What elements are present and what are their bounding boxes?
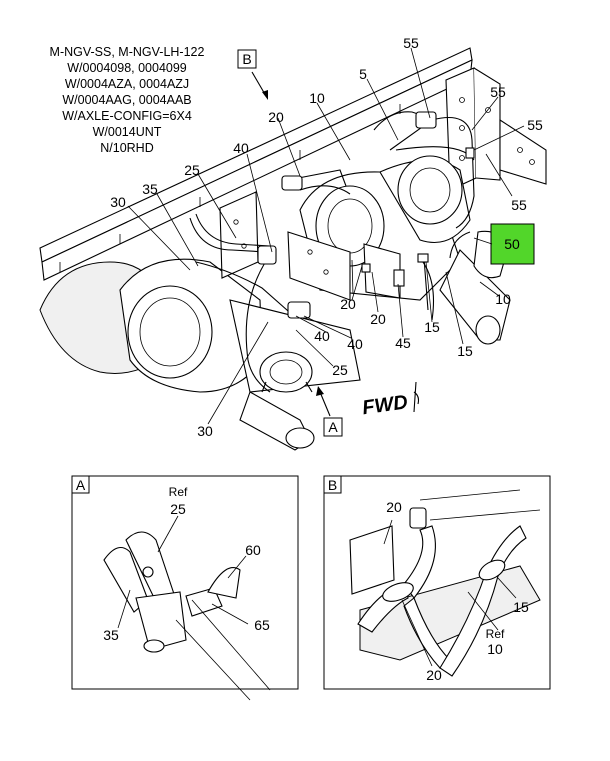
- detail-a-callout-35: 35: [103, 627, 119, 643]
- callout-55-c: 55: [527, 117, 543, 133]
- fwd-arrow-icon: [413, 381, 420, 413]
- view-ref-box-b[interactable]: [237, 49, 257, 69]
- callout-45: 45: [395, 335, 411, 351]
- detail-a-label: A: [76, 477, 86, 493]
- callout-50: 50: [504, 236, 520, 252]
- detail-b-callout-20-a: 20: [386, 499, 402, 515]
- detail-a-callout-65: 65: [254, 617, 270, 633]
- header-line-1: M-NGV-SS, M-NGV-LH-122: [50, 45, 205, 59]
- callout-15-a: 15: [424, 319, 440, 335]
- detail-a-callout-25: 25: [170, 501, 186, 517]
- callout-15-b: 15: [457, 343, 473, 359]
- callout-25-a: 25: [184, 162, 200, 178]
- callout-20-c: 20: [370, 311, 386, 327]
- header-line-7: N/10RHD: [100, 141, 154, 155]
- callout-35: 35: [142, 181, 158, 197]
- detail-b-callout-10: 10: [487, 641, 503, 657]
- callout-20-b: 20: [340, 296, 356, 312]
- view-ref-a: A: [328, 419, 338, 435]
- applicability-header: M-NGV-SS, M-NGV-LH-122 W/0004098, 000409…: [50, 45, 205, 155]
- view-ref-b: B: [242, 51, 251, 67]
- header-line-6: W/0014UNT: [93, 125, 162, 139]
- detail-b-ref: Ref: [486, 627, 505, 641]
- header-line-4: W/0004AAG, 0004AAB: [62, 93, 191, 107]
- detail-b-callout-15: 15: [513, 599, 529, 615]
- detail-b-callout-20-b: 20: [426, 667, 442, 683]
- main-assembly-drawing: [39, 47, 547, 451]
- fwd-label: FWD: [361, 391, 409, 419]
- callout-55-b: 55: [490, 84, 506, 100]
- header-line-5: W/AXLE-CONFIG=6X4: [62, 109, 192, 123]
- callout-40-a: 40: [233, 140, 249, 156]
- callout-40-b: 40: [314, 328, 330, 344]
- detail-a-panel: A Ref 25 60 65 35: [71, 475, 299, 701]
- callout-20-a: 20: [268, 109, 284, 125]
- callout-55-d: 55: [511, 197, 527, 213]
- header-line-3: W/0004AZA, 0004AZJ: [65, 77, 189, 91]
- main-callouts: 55 5 55 10 20 55 40 25 35 55 30 50 10 20…: [110, 35, 543, 439]
- callout-40-c: 40: [347, 336, 363, 352]
- highlight-box-50[interactable]: [490, 223, 535, 265]
- detail-a-ref: Ref: [169, 485, 188, 499]
- callout-55-a: 55: [403, 35, 419, 51]
- callout-30-b: 30: [197, 423, 213, 439]
- callout-30-a: 30: [110, 194, 126, 210]
- callout-10-b: 10: [495, 291, 511, 307]
- detail-b-label: B: [328, 477, 337, 493]
- callout-10-a: 10: [309, 90, 325, 106]
- header-line-2: W/0004098, 0004099: [67, 61, 187, 75]
- callout-25-b: 25: [332, 362, 348, 378]
- callout-5: 5: [359, 66, 367, 82]
- detail-a-callout-60: 60: [245, 542, 261, 558]
- view-ref-box-a[interactable]: [323, 417, 343, 437]
- detail-b-panel: B 20 15 Ref 10 20: [323, 475, 551, 690]
